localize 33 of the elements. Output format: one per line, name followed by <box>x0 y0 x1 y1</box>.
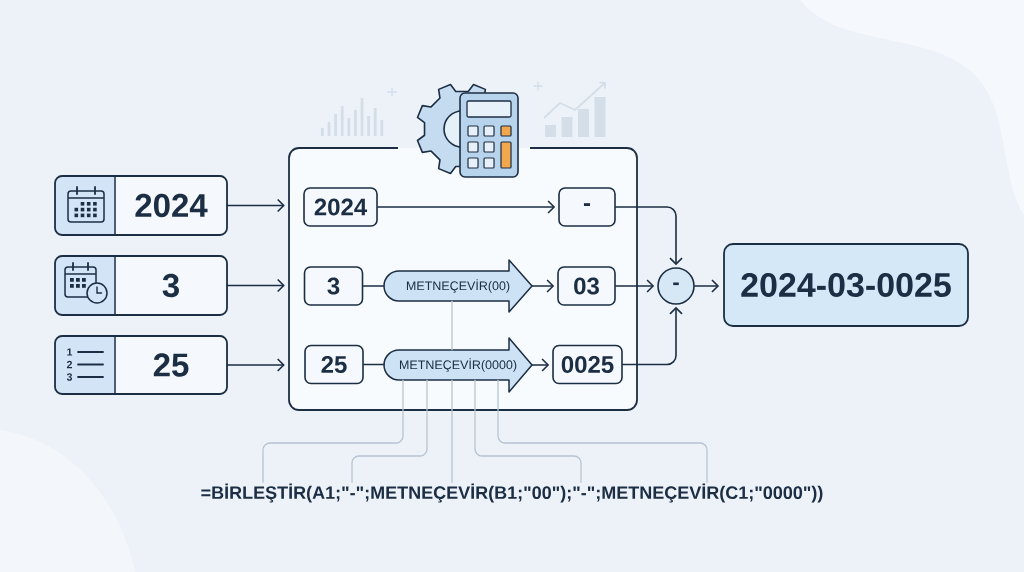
formula-text: =BİRLEŞTİR(A1;"-";METNEÇEVİR(B1;"00");"-";METNEÇEVİR(C1;"0000")) <box>201 483 823 503</box>
arrow <box>615 206 683 266</box>
list-number: 1 <box>67 348 73 356</box>
leader-line <box>497 379 708 483</box>
arrow <box>226 198 285 213</box>
arrow <box>226 278 285 293</box>
value-box: 0025 <box>552 344 623 385</box>
result-box: 2024-03-0025 <box>723 243 969 327</box>
value-box: 3 <box>303 266 364 306</box>
list-number: 2 <box>66 360 72 369</box>
list-number: 3 <box>66 373 73 381</box>
leader-line <box>262 379 404 483</box>
value-box: 03 <box>557 266 616 306</box>
arrow <box>615 279 655 293</box>
input-box: 3 <box>54 255 228 316</box>
value-box: 2024 <box>303 187 378 227</box>
function-tag: METNEÇEVİR(00) <box>383 259 533 313</box>
input-box: 2024 <box>54 175 228 236</box>
arrow <box>226 358 285 372</box>
leader-line <box>351 379 428 483</box>
arrow <box>531 279 555 293</box>
arrow <box>694 279 720 293</box>
function-tag: METNEÇEVİR(0000) <box>383 337 533 393</box>
arrow <box>531 358 550 372</box>
leader-line <box>474 379 582 483</box>
leader-line <box>451 300 453 351</box>
value-box: 25 <box>304 344 364 385</box>
connector-line <box>363 363 385 366</box>
connector-line <box>362 285 385 287</box>
leader-line <box>451 379 453 483</box>
arrow <box>622 306 683 366</box>
arrow <box>377 200 556 214</box>
value-box: - <box>558 187 616 227</box>
